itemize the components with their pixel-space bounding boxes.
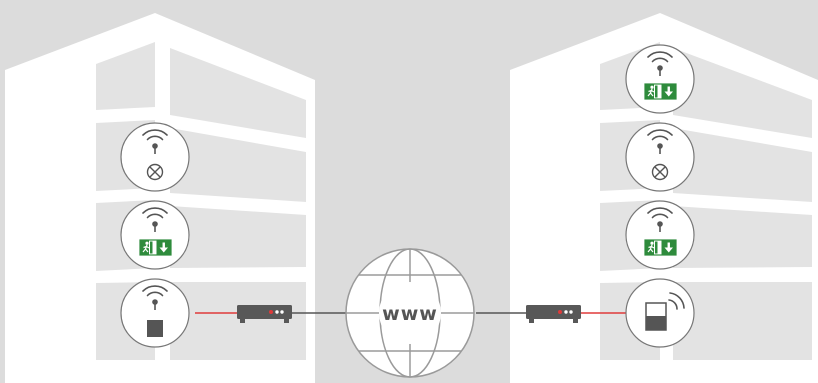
right-device-gateway — [626, 279, 694, 347]
www-label: www — [382, 303, 438, 325]
right-device-exit-sign-top — [626, 45, 694, 113]
internet-globe: www — [346, 249, 474, 377]
left-device-luminaire — [121, 123, 189, 191]
left-device-gateway — [121, 279, 189, 347]
emergency-exit-sign-icon — [645, 240, 676, 255]
emergency-exit-sign-icon — [645, 84, 676, 99]
left-device-exit-sign — [121, 201, 189, 269]
right-device-luminaire — [626, 123, 694, 191]
gateway-antenna-icon — [147, 320, 163, 337]
right-device-exit-sign-bottom — [626, 201, 694, 269]
emergency-exit-sign-icon — [140, 240, 171, 255]
